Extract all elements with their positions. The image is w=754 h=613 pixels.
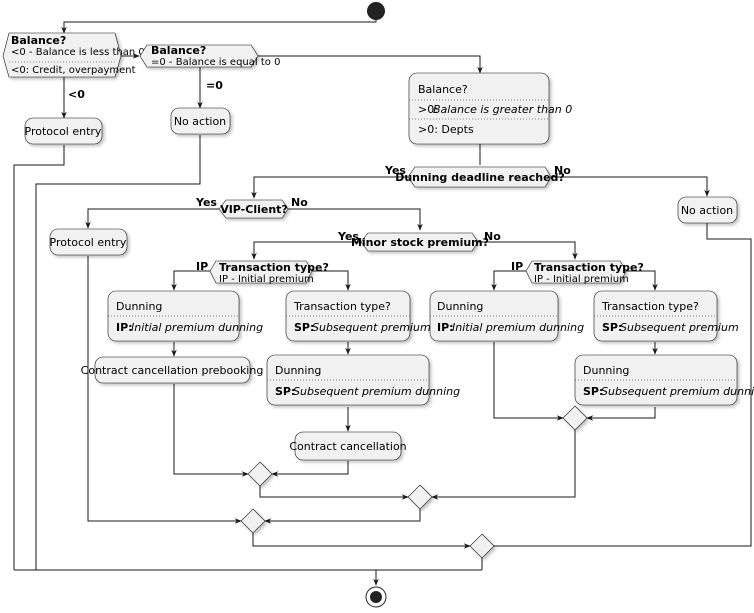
merge-node-4 xyxy=(240,508,266,534)
svg-text:Subsequent premium dunning: Subsequent premium dunning xyxy=(601,385,754,398)
label-right-ip: IP xyxy=(511,260,523,273)
label-vip-yes: Yes xyxy=(195,196,217,209)
svg-text:VIP-Client?: VIP-Client? xyxy=(220,203,288,216)
action-protocol-entry-vip: Protocol entry xyxy=(50,228,128,256)
label-vip-no: No xyxy=(291,196,308,209)
action-protocol-entry-top: Protocol entry xyxy=(25,117,103,145)
svg-text:IP:: IP: xyxy=(437,321,454,334)
svg-text:Dunning: Dunning xyxy=(583,364,629,377)
action-dunning-sp-left: Dunning SP: Subsequent premium dunning xyxy=(266,354,460,406)
svg-text:Dunning: Dunning xyxy=(116,300,162,313)
svg-text:Subsequent premium: Subsequent premium xyxy=(620,321,739,334)
svg-text:SP:: SP: xyxy=(294,321,314,334)
svg-text:Protocol entry: Protocol entry xyxy=(50,236,127,249)
decision-minor-stock: Minor stock premium? xyxy=(351,232,489,252)
svg-text:Dunning: Dunning xyxy=(437,300,483,313)
svg-text:SP:: SP: xyxy=(602,321,622,334)
action-balance-greater: Balance? >0: Balance is greater than 0 >… xyxy=(408,72,572,145)
svg-text:Dunning: Dunning xyxy=(275,364,321,377)
start-node xyxy=(367,2,385,20)
label-minor-no: No xyxy=(484,230,501,243)
decision-transaction-type-right: Transaction type? IP - Initial premium xyxy=(525,260,644,285)
svg-text:>0: Depts: >0: Depts xyxy=(418,123,474,136)
label-deadline-yes: Yes xyxy=(384,164,406,177)
svg-text:Dunning deadline reached?: Dunning deadline reached? xyxy=(395,171,565,184)
svg-text:Subsequent premium dunning: Subsequent premium dunning xyxy=(293,385,460,398)
decision-dunning-deadline: Dunning deadline reached? xyxy=(395,166,565,188)
merge-node-1 xyxy=(247,461,273,487)
svg-text:Transaction type?: Transaction type? xyxy=(534,261,644,274)
svg-text:Transaction type?: Transaction type? xyxy=(219,261,329,274)
svg-text:IP - Initial premium: IP - Initial premium xyxy=(534,274,629,285)
svg-text:Balance is greater than 0: Balance is greater than 0 xyxy=(433,103,572,116)
action-contract-cancellation: Contract cancellation xyxy=(289,431,407,461)
svg-text:No action: No action xyxy=(174,115,226,128)
merge-node-5 xyxy=(469,533,495,559)
svg-text:Transaction type?: Transaction type? xyxy=(601,300,699,313)
svg-text:SP:: SP: xyxy=(583,385,603,398)
decision-balance-less: Balance? <0 - Balance is less than 0 <0:… xyxy=(2,32,145,78)
svg-text:Contract cancellation: Contract cancellation xyxy=(289,440,406,453)
svg-text:<0 - Balance is less than 0: <0 - Balance is less than 0 xyxy=(11,47,145,58)
svg-text:SP:: SP: xyxy=(275,385,295,398)
connectors xyxy=(13,20,752,586)
svg-text:Balance?: Balance? xyxy=(11,34,66,47)
svg-text:No action: No action xyxy=(681,204,733,217)
action-contract-cancellation-prebooking: Contract cancellation prebooking xyxy=(81,356,264,384)
decision-transaction-type-left: Transaction type? IP - Initial premium xyxy=(209,260,329,285)
action-no-action-right: No action xyxy=(677,196,738,224)
merge-node-3 xyxy=(407,484,433,510)
action-dunning-ip-left: Dunning IP: Initial premium dunning xyxy=(107,290,263,342)
label-lt0: <0 xyxy=(68,88,85,101)
action-dunning-ip-right: Dunning IP: Initial premium dunning xyxy=(429,290,584,342)
action-transaction-type-sp-left: Transaction type? SP: Subsequent premium xyxy=(285,290,431,342)
svg-text:Protocol entry: Protocol entry xyxy=(25,125,102,138)
svg-text:Balance?: Balance? xyxy=(418,83,468,96)
decision-vip-client: VIP-Client? xyxy=(218,199,289,219)
action-no-action-top: No action xyxy=(170,107,231,135)
label-deadline-no: No xyxy=(554,164,571,177)
svg-text:Subsequent premium: Subsequent premium xyxy=(312,321,431,334)
svg-text:Contract cancellation prebooki: Contract cancellation prebooking xyxy=(81,364,264,377)
action-transaction-type-sp-right: Transaction type? SP: Subsequent premium xyxy=(593,290,739,342)
decision-balance-equal: Balance? =0 - Balance is equal to 0 xyxy=(139,44,280,68)
label-left-ip: IP xyxy=(196,260,208,273)
svg-text:IP - Initial premium: IP - Initial premium xyxy=(219,274,314,285)
label-eq0: =0 xyxy=(206,79,223,92)
svg-text:>0:: >0: xyxy=(418,103,438,116)
svg-text:Minor stock premium?: Minor stock premium? xyxy=(351,236,489,249)
end-node xyxy=(365,586,387,608)
merge-node-2 xyxy=(562,405,588,431)
svg-text:Initial premium dunning: Initial premium dunning xyxy=(452,321,584,334)
label-minor-yes: Yes xyxy=(337,230,359,243)
svg-text:IP:: IP: xyxy=(116,321,133,334)
action-dunning-sp-right: Dunning SP: Subsequent premium dunning xyxy=(574,354,754,406)
svg-text:<0: Credit, overpayment: <0: Credit, overpayment xyxy=(11,65,136,76)
svg-text:=0 - Balance is equal to 0: =0 - Balance is equal to 0 xyxy=(151,57,280,68)
svg-text:Initial premium dunning: Initial premium dunning xyxy=(131,321,263,334)
svg-text:Transaction type?: Transaction type? xyxy=(293,300,391,313)
svg-text:Balance?: Balance? xyxy=(151,44,206,57)
